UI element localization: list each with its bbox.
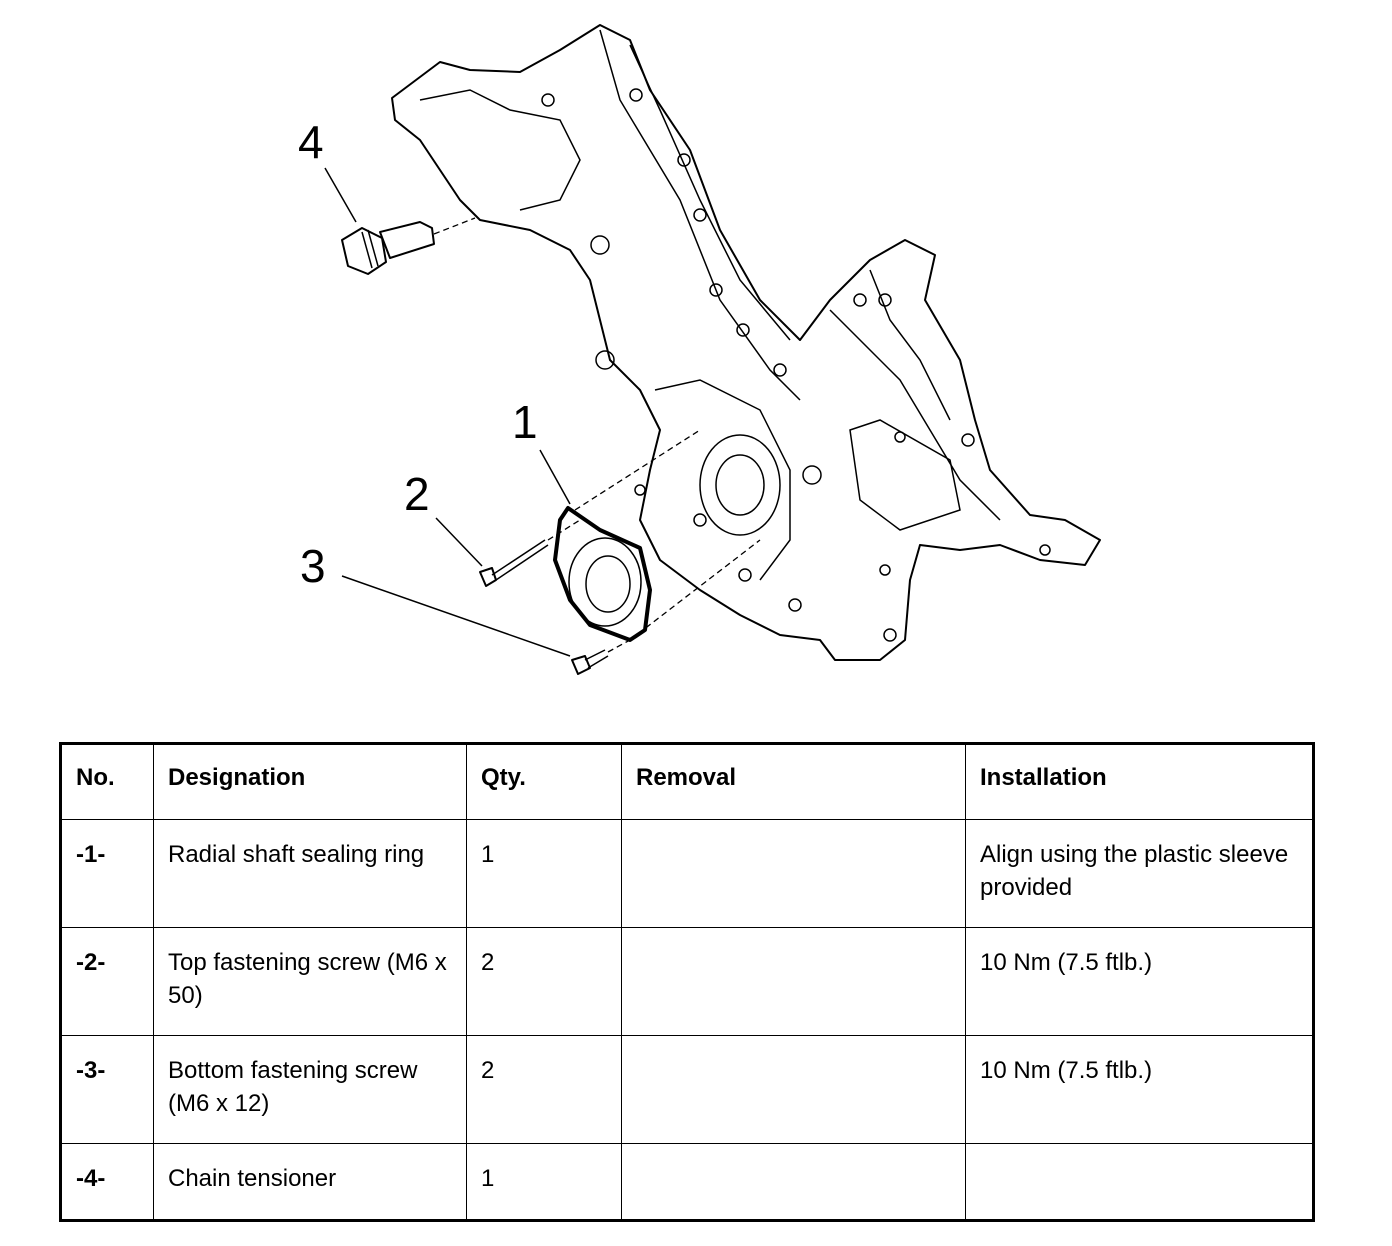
cell-no: -1- <box>60 819 154 928</box>
table-row: -3- Bottom fastening screw (M6 x 12) 2 1… <box>60 1035 1314 1144</box>
timing-cover <box>391 24 1101 661</box>
cell-designation: Top fastening screw (M6 x 50) <box>153 927 467 1036</box>
cell-installation <box>965 1143 1314 1221</box>
top-screw-part <box>479 519 581 587</box>
chain-tensioner-part <box>341 217 476 275</box>
cell-qty: 1 <box>466 1143 622 1221</box>
callout-3: 3 <box>300 540 326 592</box>
cell-no: -2- <box>60 927 154 1036</box>
timing-cover-drawing: 4 1 2 3 <box>298 24 1101 675</box>
cell-removal <box>621 1143 966 1221</box>
cell-designation: Radial shaft sealing ring <box>153 819 467 928</box>
cell-qty: 2 <box>466 1035 622 1144</box>
callout-4: 4 <box>298 116 324 168</box>
cell-installation: 10 Nm (7.5 ftlb.) <box>965 1035 1314 1144</box>
cell-designation: Chain tensioner <box>153 1143 467 1221</box>
leader-line-1 <box>539 449 571 505</box>
cell-qty: 2 <box>466 927 622 1036</box>
cell-designation: Bottom fastening screw (M6 x 12) <box>153 1035 467 1144</box>
leader-line-4 <box>324 167 357 223</box>
callout-1: 1 <box>512 396 538 448</box>
bottom-screw-part <box>571 639 631 675</box>
exploded-view-diagram: 4 1 2 3 <box>298 24 1101 675</box>
cell-no: -3- <box>60 1035 154 1144</box>
table-row: -2- Top fastening screw (M6 x 50) 2 10 N… <box>60 927 1314 1036</box>
cell-removal <box>621 1035 966 1144</box>
table-row: -4- Chain tensioner 1 <box>60 1143 1314 1221</box>
cell-installation: Align using the plastic sleeve provided <box>965 819 1314 928</box>
leader-line-3 <box>341 575 571 657</box>
cell-installation: 10 Nm (7.5 ftlb.) <box>965 927 1314 1036</box>
table-header-row: No. Designation Qty. Removal Installatio… <box>60 743 1314 820</box>
cell-no: -4- <box>60 1143 154 1221</box>
parts-table: No. Designation Qty. Removal Installatio… <box>59 742 1315 1222</box>
header-qty: Qty. <box>466 743 622 820</box>
header-no: No. <box>60 743 154 820</box>
cell-removal <box>621 927 966 1036</box>
header-removal: Removal <box>621 743 966 820</box>
cell-removal <box>621 819 966 928</box>
header-designation: Designation <box>153 743 467 820</box>
table-row: -1- Radial shaft sealing ring 1 Align us… <box>60 819 1314 928</box>
leader-line-2 <box>435 517 483 567</box>
cell-qty: 1 <box>466 819 622 928</box>
callout-2: 2 <box>404 468 430 520</box>
header-installation: Installation <box>965 743 1314 820</box>
